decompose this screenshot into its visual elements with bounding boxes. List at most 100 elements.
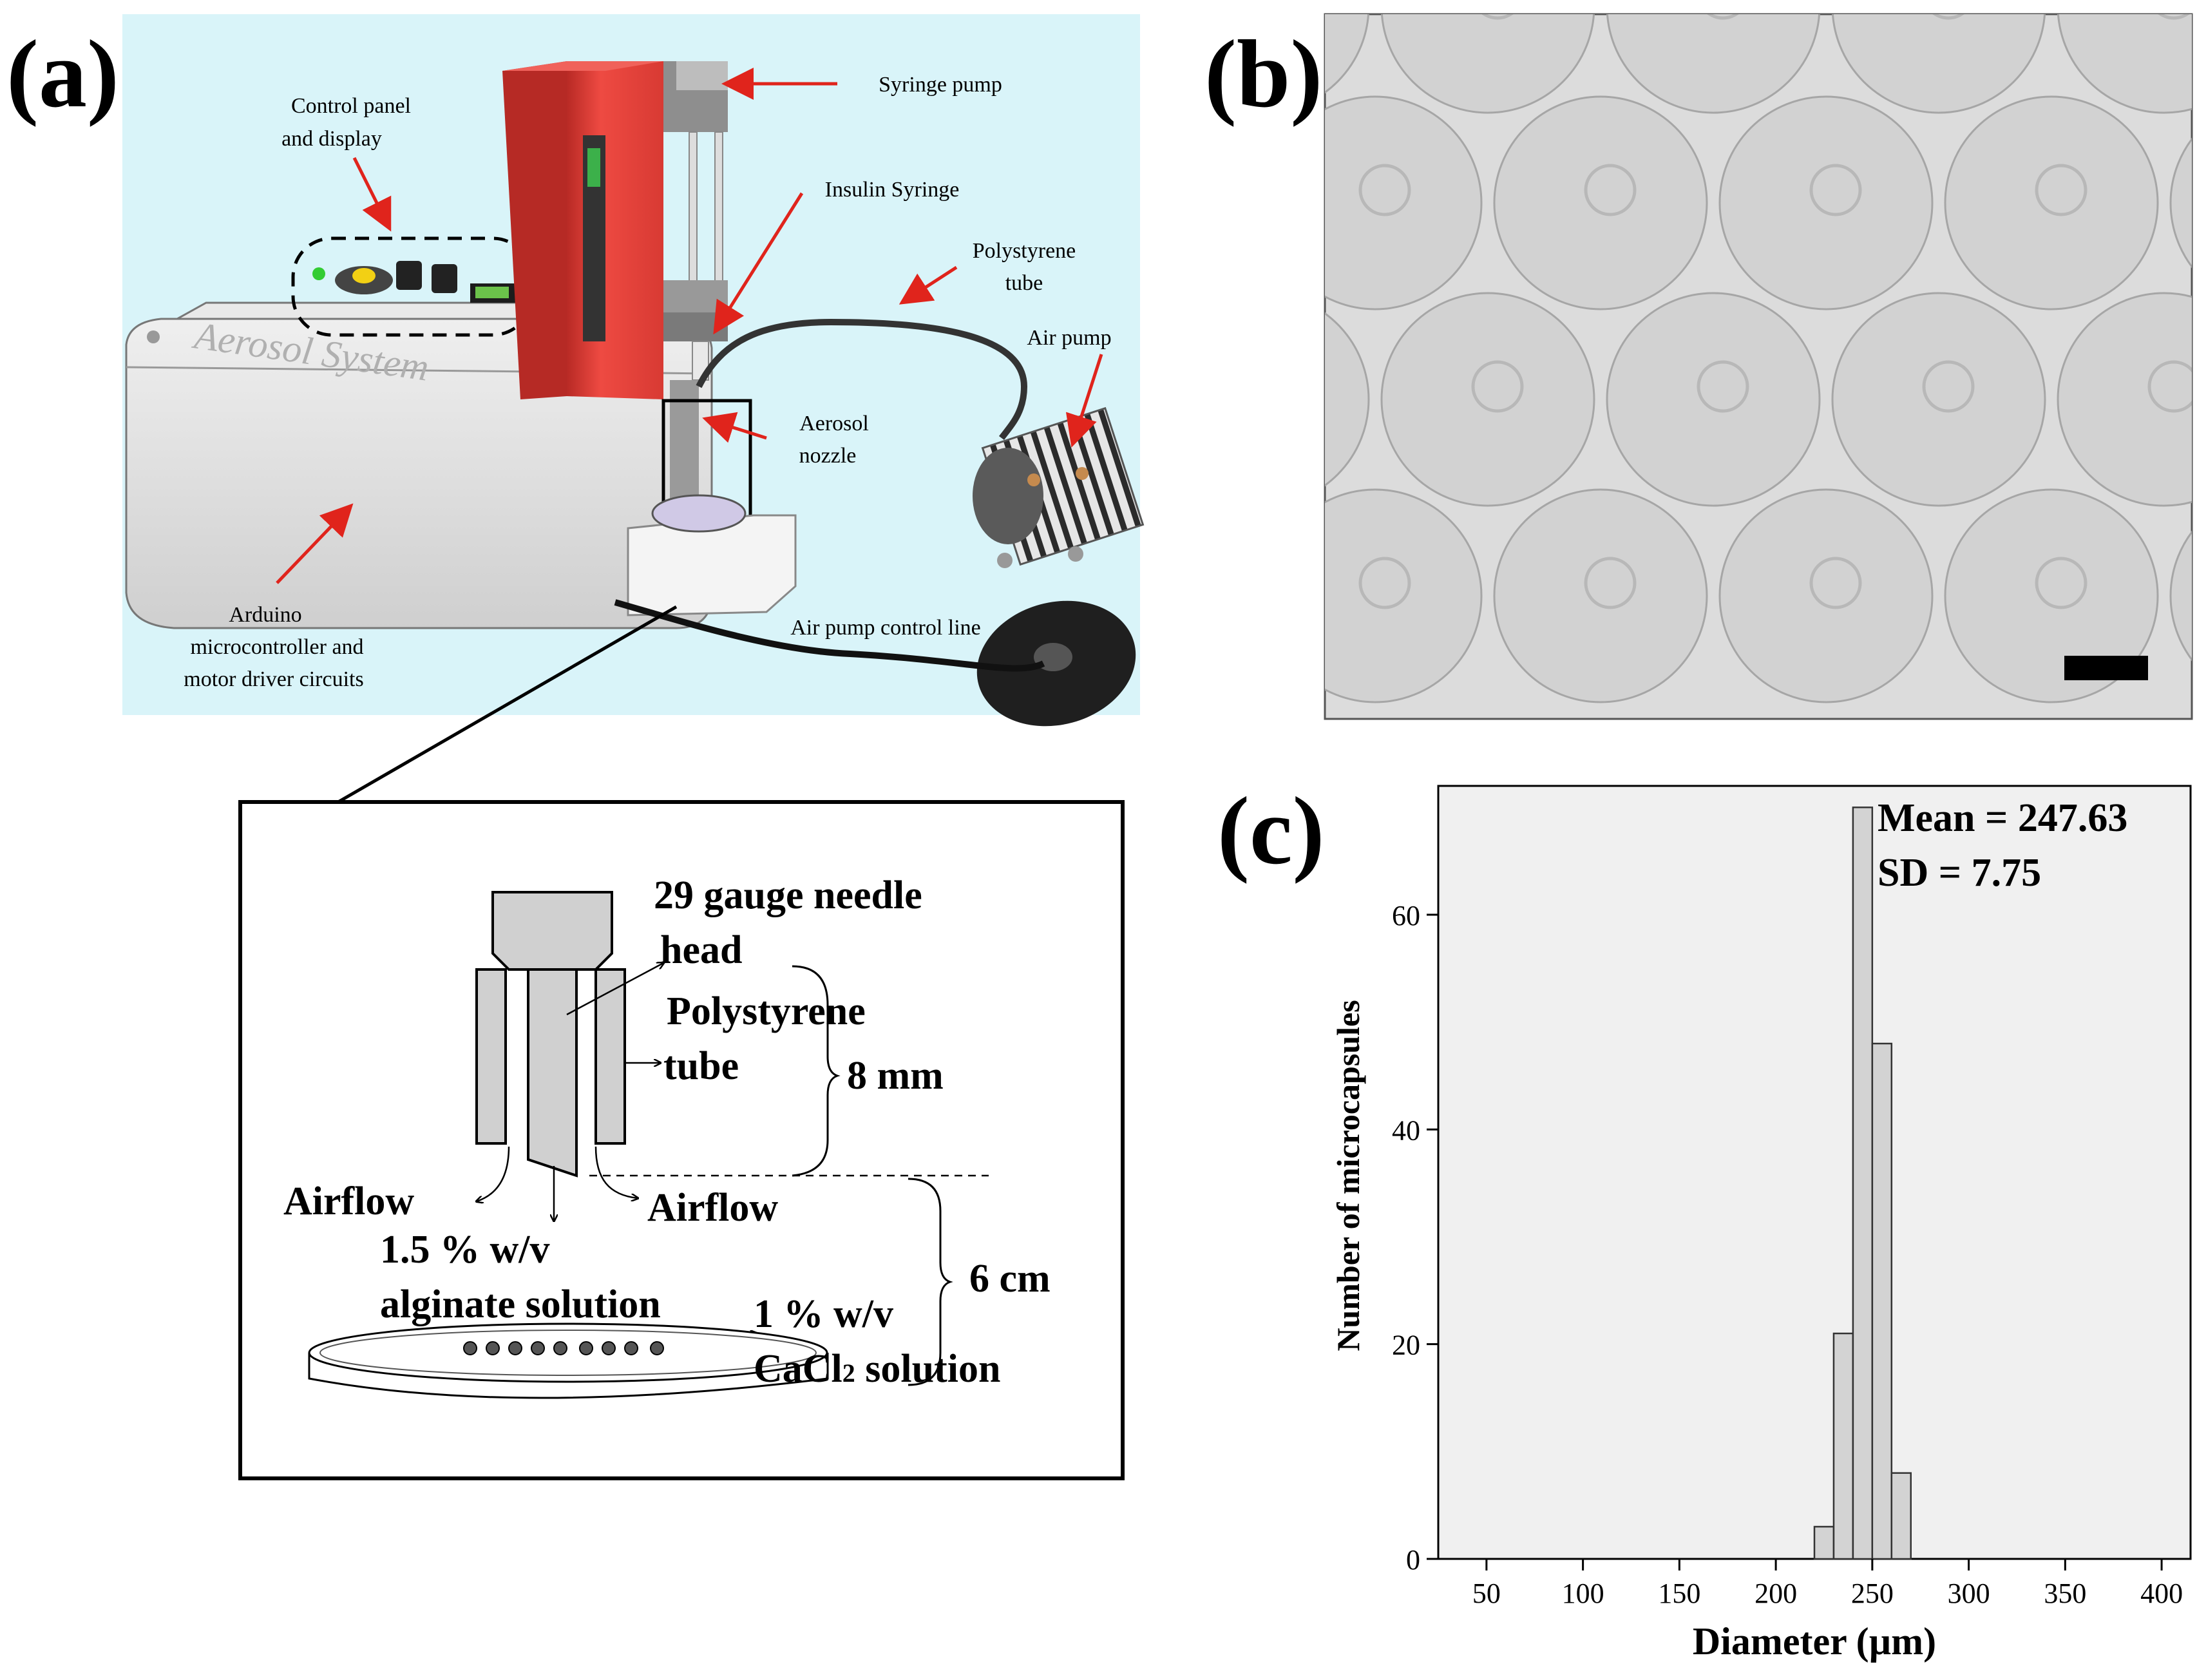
x-tick-label: 50 [1472,1578,1501,1609]
microcapsule [1493,488,1708,703]
histogram-bar [1813,1525,1835,1560]
label-control-panel: Control panel [291,94,411,118]
aerosol-nozzle [627,380,797,616]
cacl2-dish [308,1322,829,1399]
panel-a: (a) Aerosol System [6,14,1145,804]
label-airflow-right: Airflow [647,1186,778,1230]
status-led-icon [312,267,325,280]
bead [624,1341,638,1355]
bead [553,1341,567,1355]
label-syringe-pump: Syringe pump [879,73,1002,97]
polystyrene-tube-wall-right [594,968,626,1145]
x-axis-label: Diameter (µm) [1693,1620,1936,1663]
histogram-bars [1813,807,1912,1560]
microcapsule [1380,292,1595,507]
x-tick-label: 400 [2140,1578,2183,1609]
sd-annotation: SD = 7.75 [1878,851,2041,895]
cacl2-subscript: 2 [842,1359,855,1388]
microcapsule-core [1248,0,1297,18]
y-tick-label: 60 [1392,900,1420,931]
label-inset-tube: Polystyrene [667,989,866,1033]
microcapsule-core [1358,164,1411,216]
bead [650,1341,664,1355]
microcapsule-core [1922,360,1975,413]
label-8mm: 8 mm [847,1054,944,1098]
microcapsule [2169,530,2192,662]
histogram-bar [1871,1042,1893,1560]
microcapsule [1325,95,1483,310]
callout-arrows [276,68,1103,584]
microcapsule [1718,95,1934,310]
x-tick-label: 200 [1755,1578,1797,1609]
cacl2-text: CaCl [754,1347,842,1391]
bead [508,1341,522,1355]
microcapsule [1831,14,2046,114]
needle [527,968,578,1178]
connector-icon [432,264,457,293]
label-inset-tube-2: tube [663,1044,739,1088]
air-pump [973,406,1145,727]
microcapsule [2057,292,2192,507]
syringe-pump [502,61,728,399]
microcapsule [1606,14,1821,114]
control-panel [291,236,533,337]
y-tick-label: 20 [1392,1330,1420,1361]
y-tick-label: 0 [1406,1544,1420,1576]
microcapsule-core [1481,14,1514,20]
label-needle-head-2: head [660,928,742,972]
zoom-connector-line [337,605,678,804]
brace-6cm [908,1178,953,1386]
needle-head [491,891,613,971]
polystyrene-tube [696,318,1028,441]
mean-annotation: Mean = 247.63 [1878,796,2127,840]
microcapsule-core [1809,557,1862,609]
y-axis-label: Number of microcapsules [1330,1000,1366,1351]
microcapsule [1944,95,2159,310]
panel-label-a: (a) [6,21,119,128]
brace-8mm [792,965,841,1177]
microcapsule [1325,312,1370,487]
label-arduino: Arduino [229,603,301,627]
polystyrene-tube-wall-left [475,968,507,1145]
label-air-pump: Air pump [1027,326,1111,350]
label-polystyrene-tube-2: tube [1005,271,1043,295]
panel-label-c: (c) [1217,778,1324,884]
microcapsule [1380,14,1595,114]
bead [486,1341,500,1355]
alginate-beads [463,1341,664,1355]
microcapsule-core [1697,360,1749,413]
microcapsule-core [1358,557,1411,609]
label-control-panel-2: and display [281,127,382,151]
label-airflow-left: Airflow [283,1179,414,1223]
histogram-bar [1852,807,1874,1560]
histogram-bar [1832,1332,1854,1560]
microcapsule [1944,488,2159,703]
label-polystyrene-tube: Polystyrene [973,239,1076,263]
bead [602,1341,616,1355]
microcapsule [1606,292,1821,507]
label-insulin-syringe: Insulin Syringe [825,178,960,202]
label-aerosol-nozzle: Aerosol [799,412,869,435]
petri-dish [651,494,747,533]
microcapsule-core [1471,360,1524,413]
microcapsule-core [2147,360,2192,413]
cacl2-solution-text: solution [855,1347,1001,1391]
bead [463,1341,477,1355]
x-tick-label: 350 [2044,1578,2086,1609]
microcapsule-core [1707,14,1739,20]
x-tick-label: 150 [1658,1578,1700,1609]
microcapsule-core [1809,164,1862,216]
microcapsule-core [1932,14,1964,20]
x-tick-label: 100 [1562,1578,1604,1609]
microcapsule-core [2035,164,2088,216]
x-tick-label: 250 [1851,1578,1894,1609]
microcapsule [2169,137,2192,269]
microcapsule-core [1584,557,1637,609]
microcapsule [1831,292,2046,507]
microcapsule [1493,95,1708,310]
label-aerosol-nozzle-2: nozzle [799,444,857,468]
label-arduino-3: motor driver circuits [184,667,363,691]
